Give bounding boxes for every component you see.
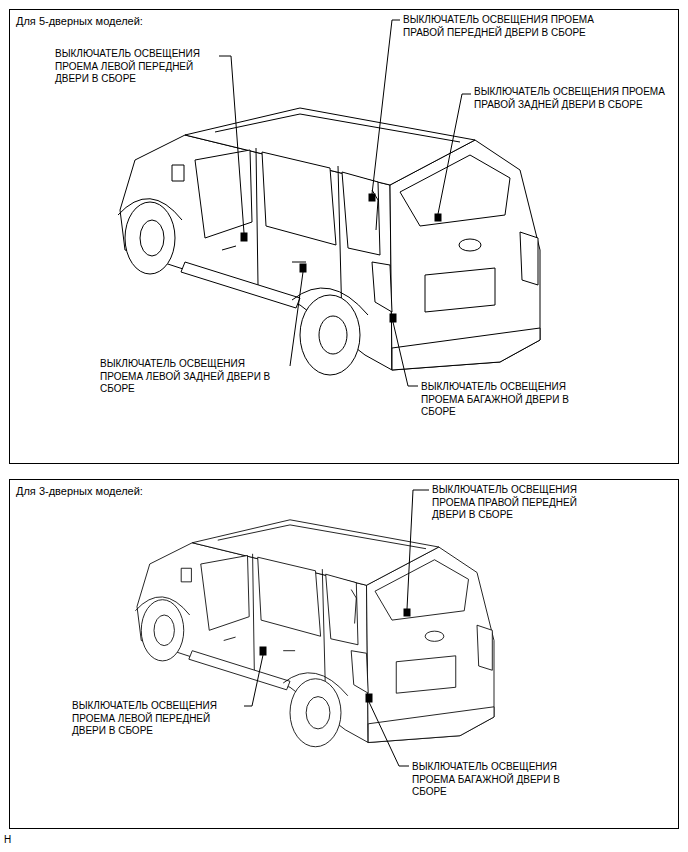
part-label: ВЫКЛЮЧАТЕЛЬ ОСВЕЩЕНИЯ ПРОЕМА ЛЕВОЙ ПЕРЕД… bbox=[72, 700, 242, 738]
figure-code: H bbox=[4, 834, 24, 847]
leader-lines bbox=[219, 20, 471, 766]
part-label: ВЫКЛЮЧАТЕЛЬ ОСВЕЩЕНИЯ ПРОЕМА ЛЕВОЙ ПЕРЕД… bbox=[55, 48, 223, 86]
vehicle-5-door bbox=[118, 108, 540, 375]
part-label: ВЫКЛЮЧАТЕЛЬ ОСВЕЩЕНИЯ ПРОЕМА БАГАЖНОЙ ДВ… bbox=[421, 381, 606, 419]
part-label: ВЫКЛЮЧАТЕЛЬ ОСВЕЩЕНИЯ ПРОЕМА ЛЕВОЙ ЗАДНЕ… bbox=[100, 358, 288, 396]
panel-heading: Для 3-дверных моделей: bbox=[10, 480, 678, 498]
part-label: ВЫКЛЮЧАТЕЛЬ ОСВЕЩЕНИЯ ПРОЕМА БАГАЖНОЙ ДВ… bbox=[412, 761, 597, 799]
switch-markers bbox=[241, 194, 441, 702]
model-panel: Для 3-дверных моделей: bbox=[9, 479, 679, 829]
part-label: ВЫКЛЮЧАТЕЛЬ ОСВЕЩЕНИЯ ПРОЕМА ПРАВОЙ ПЕРЕ… bbox=[403, 14, 621, 39]
part-label: ВЫКЛЮЧАТЕЛЬ ОСВЕЩЕНИЯ ПРОЕМА ПРАВОЙ ПЕРЕ… bbox=[432, 484, 604, 522]
part-label: ВЫКЛЮЧАТЕЛЬ ОСВЕЩЕНИЯ ПРОЕМА ПРАВОЙ ЗАДН… bbox=[474, 86, 679, 111]
